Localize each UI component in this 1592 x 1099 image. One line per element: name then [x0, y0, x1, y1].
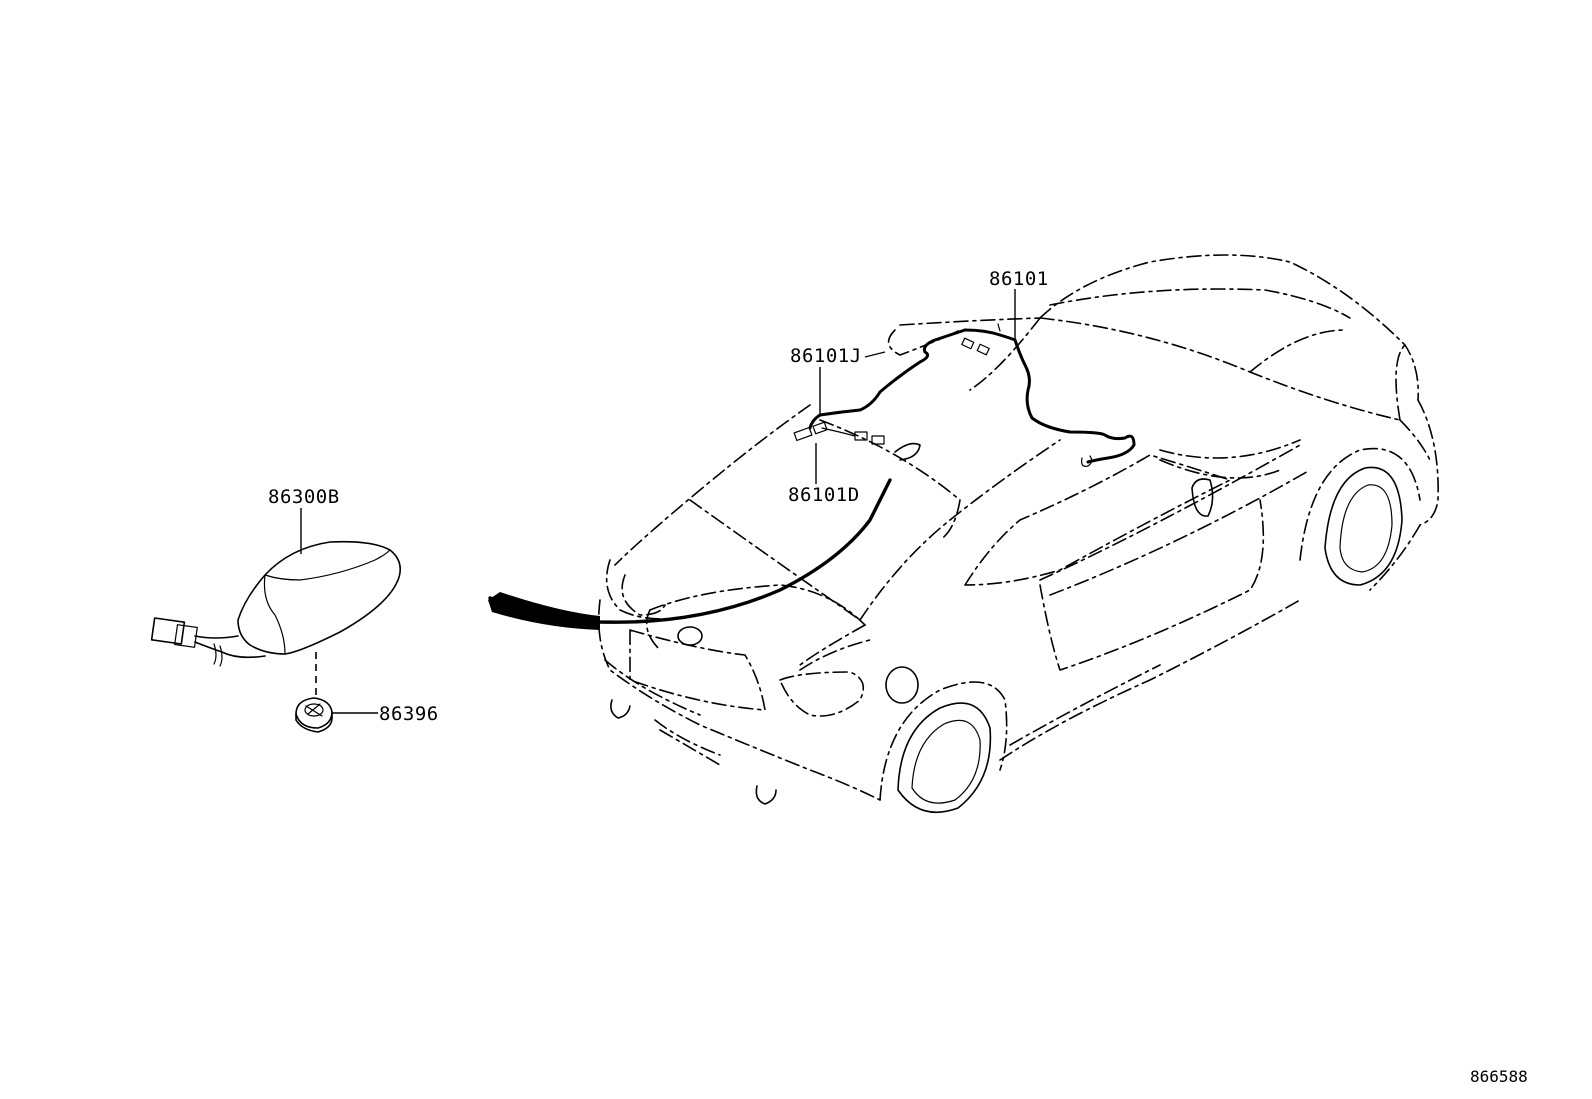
part-label-86101J: 86101J	[790, 345, 862, 367]
location-arrow-icon	[488, 478, 892, 630]
leader-86101J-dash	[864, 351, 886, 358]
part-label-86396: 86396	[379, 703, 439, 725]
car-outline-icon	[597, 254, 1439, 814]
antenna-cable-icon	[793, 323, 1136, 467]
diagram-reference-number: 866588	[1470, 1067, 1528, 1086]
part-label-86101: 86101	[989, 268, 1049, 290]
sharkfin-antenna-icon	[150, 540, 401, 696]
part-label-86101D: 86101D	[788, 484, 860, 506]
antenna-nut-icon	[295, 697, 333, 733]
part-label-86300B: 86300B	[268, 486, 340, 508]
